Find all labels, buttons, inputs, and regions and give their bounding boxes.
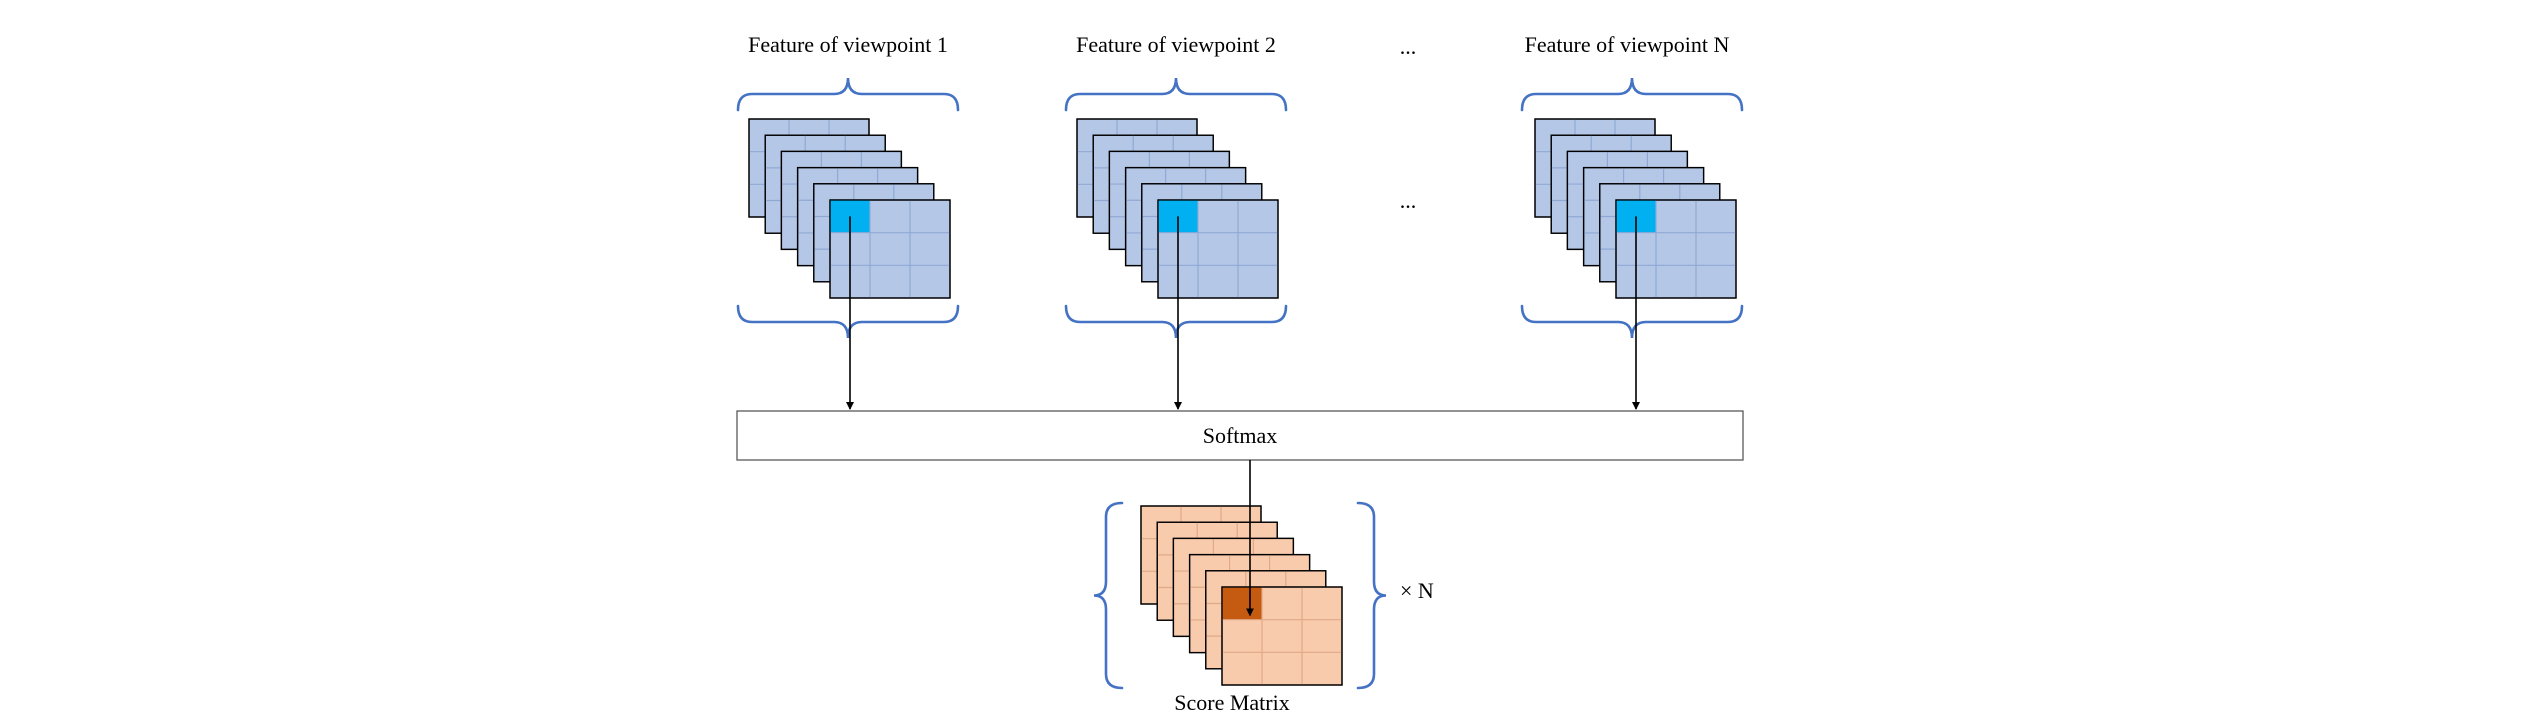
middle-ellipsis: ... [1399, 188, 1417, 213]
score-right-brace [1356, 501, 1387, 690]
viewpoint-n-stack-top-brace [1520, 77, 1744, 112]
viewpoint-n-label: Feature of viewpoint N [1524, 32, 1730, 57]
score-matrix-label: Score Matrix [1174, 690, 1290, 715]
softmax-label: Softmax [1202, 423, 1278, 448]
viewpoint-1-label: Feature of viewpoint 1 [748, 32, 948, 57]
score-matrix-stack-highlight-cell [1222, 587, 1262, 620]
viewpoint-n-stack-bottom-brace [1520, 304, 1744, 339]
viewpoint-2-stack-top-brace [1064, 77, 1288, 112]
times-n-label: × N [1400, 578, 1434, 603]
viewpoint-2-label: Feature of viewpoint 2 [1076, 32, 1276, 57]
softmax-box [736, 410, 1744, 461]
viewpoint-1-stack-top-brace [736, 77, 960, 112]
viewpoint-n-stack-layer-border [1615, 199, 1737, 299]
top-ellipsis: ... [1399, 34, 1417, 59]
score-left-brace [1093, 501, 1124, 690]
viewpoint-2-stack-bottom-brace [1064, 304, 1288, 339]
viewpoint-2-stack-layer-border [1157, 199, 1279, 299]
viewpoint-1-stack-layer-border [829, 199, 951, 299]
viewpoint-1-stack-bottom-brace [736, 304, 960, 339]
score-matrix-stack-layer-border [1221, 586, 1343, 686]
